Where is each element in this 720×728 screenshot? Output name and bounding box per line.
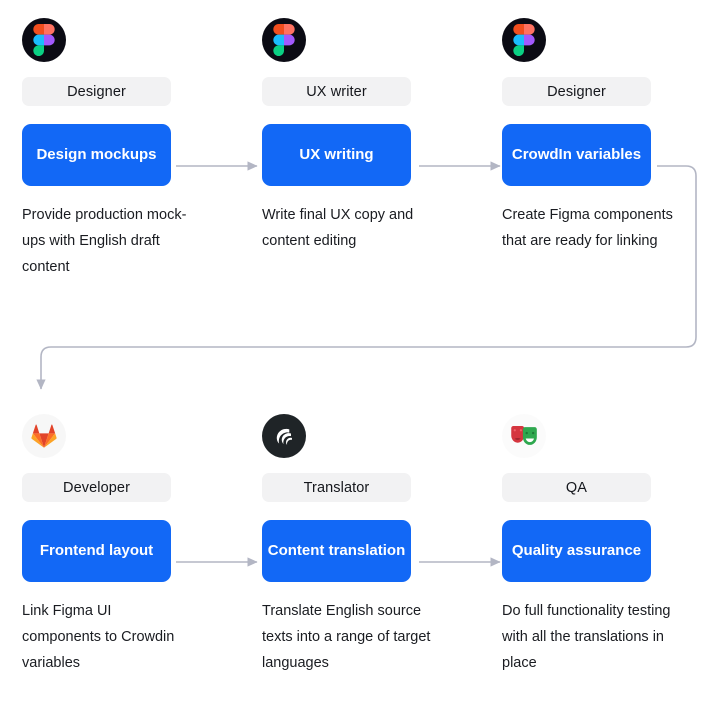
workflow-row-1: Designer Design mockups Provide producti… <box>0 18 720 280</box>
step-label-line-1: Content <box>267 542 325 560</box>
stage-content-translation[interactable]: Translator Content translation Translate… <box>240 414 480 676</box>
step-label-line-1: Quality <box>511 542 563 560</box>
stage-description: Write final UX copy and content editing <box>262 207 414 249</box>
stage-design-mockups[interactable]: Designer Design mockups Provide producti… <box>0 18 240 280</box>
stage-description: Create Figma components that are ready f… <box>502 207 673 249</box>
stage-crowdin-variables[interactable]: Designer CrowdIn variables Create Figma … <box>480 18 720 280</box>
figma-icon <box>262 18 306 62</box>
stage-description: Do full functionality testing with all t… <box>502 603 671 671</box>
step-label-line-1: Design <box>36 146 87 164</box>
stage-description: Link Figma UI components to Crowdin vari… <box>22 603 175 671</box>
step-label-line-1: CrowdIn <box>511 146 572 164</box>
stage-ux-writing[interactable]: UX writer UX writing Write final UX copy… <box>240 18 480 280</box>
step-box[interactable]: Frontend layout <box>22 520 171 582</box>
gitlab-icon <box>22 414 66 458</box>
role-label: QA <box>502 473 651 502</box>
role-label: Designer <box>502 77 651 106</box>
figma-icon <box>22 18 66 62</box>
step-label-line-2: assurance <box>566 542 642 560</box>
step-box[interactable]: Content translation <box>262 520 411 582</box>
step-label-line-2: variables <box>576 146 642 164</box>
step-label-line-1: Frontend <box>39 542 105 560</box>
role-label: UX writer <box>262 77 411 106</box>
stage-description: Provide production mock-ups with English… <box>22 207 187 275</box>
stage-description: Translate English source texts into a ra… <box>262 603 431 671</box>
step-label-line-1: UX <box>299 146 321 164</box>
role-label: Translator <box>262 473 411 502</box>
step-box[interactable]: CrowdIn variables <box>502 124 651 186</box>
step-label-line-2: writing <box>324 146 374 164</box>
step-label-line-2: translation <box>328 542 406 560</box>
role-label: Developer <box>22 473 171 502</box>
figma-icon <box>502 18 546 62</box>
step-box[interactable]: Quality assurance <box>502 520 651 582</box>
stage-frontend-layout[interactable]: Developer Frontend layout Link Figma UI … <box>0 414 240 676</box>
role-label: Designer <box>22 77 171 106</box>
step-label-line-2: layout <box>108 542 154 560</box>
step-box[interactable]: Design mockups <box>22 124 171 186</box>
step-label-line-2: mockups <box>90 146 157 164</box>
step-box[interactable]: UX writing <box>262 124 411 186</box>
stage-quality-assurance[interactable]: QA Quality assurance Do full functionali… <box>480 414 720 676</box>
workflow-row-2: Developer Frontend layout Link Figma UI … <box>0 414 720 676</box>
crowdin-icon <box>262 414 306 458</box>
performing-arts-masks-icon <box>502 414 546 458</box>
